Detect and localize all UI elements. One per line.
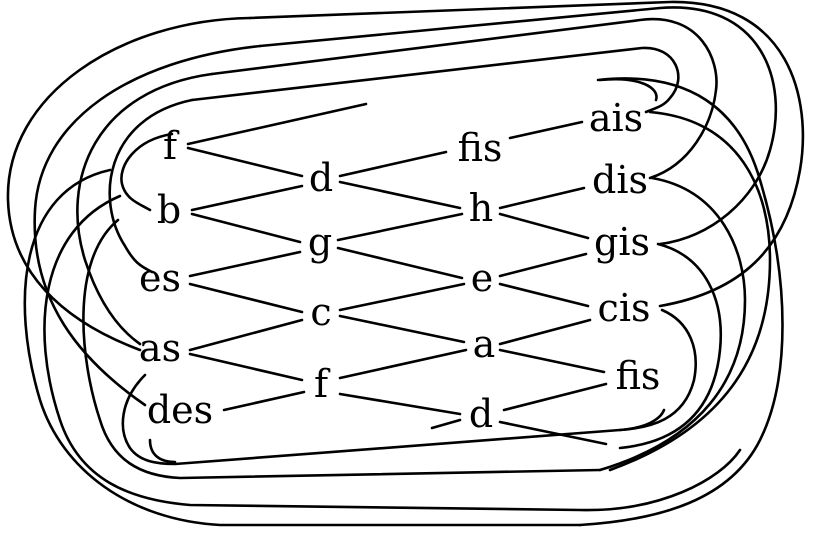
node-d-bot: d xyxy=(469,392,493,436)
edge-es-g xyxy=(188,250,302,278)
edge-d-fis-bot xyxy=(502,382,608,412)
edge-des-f xyxy=(222,390,306,412)
node-g: g xyxy=(308,220,332,264)
node-des: des xyxy=(147,388,213,432)
edge-fis-ais xyxy=(508,120,584,140)
loop-16 xyxy=(23,168,582,527)
loop-11 xyxy=(618,308,697,432)
edge-d-stub-out xyxy=(498,420,608,446)
loop-9 xyxy=(598,176,747,472)
note-labels: f fis ais d dis b h g gis es e c cis as … xyxy=(139,96,661,436)
edge-e-gis xyxy=(498,252,588,278)
edge-es-c xyxy=(188,282,304,314)
loop-10 xyxy=(618,242,723,450)
loop-17 xyxy=(148,438,177,464)
loop-15 xyxy=(43,194,742,512)
node-f-top: f xyxy=(163,124,180,168)
loop-5 xyxy=(258,6,778,246)
edge-c-e xyxy=(338,282,466,312)
edge-g-e xyxy=(336,246,464,280)
connection-lines xyxy=(186,102,608,446)
enclosing-loops xyxy=(6,0,805,527)
edge-f-a xyxy=(338,348,468,380)
loop-13 xyxy=(121,373,666,466)
node-e: e xyxy=(471,256,494,300)
node-b: b xyxy=(157,188,181,232)
node-gis: gis xyxy=(594,220,650,264)
node-d-top: d xyxy=(309,156,333,200)
edge-f-d xyxy=(186,146,304,178)
edge-b-d xyxy=(190,184,304,212)
node-cis: cis xyxy=(598,286,651,330)
edge-f-stub xyxy=(186,102,368,146)
loop-1 xyxy=(33,44,262,407)
node-a: a xyxy=(473,322,496,366)
edge-as-f xyxy=(188,352,304,382)
edge-b-g xyxy=(190,212,302,244)
edge-d-h xyxy=(338,180,462,210)
node-dis: dis xyxy=(592,158,648,202)
node-as: as xyxy=(139,326,181,370)
edge-as-c xyxy=(188,318,304,352)
node-es: es xyxy=(139,256,181,300)
node-fis-bot: fis xyxy=(616,354,661,398)
edge-a-fis xyxy=(498,348,606,374)
edge-e-cis xyxy=(498,282,590,308)
edge-d-fis xyxy=(338,150,448,178)
edge-f-d-bot xyxy=(338,392,462,416)
loop-8 xyxy=(608,110,772,472)
loop-6 xyxy=(248,0,805,308)
node-fis-top: fis xyxy=(458,126,503,170)
node-f-bot: f xyxy=(314,362,331,406)
edge-h-dis xyxy=(498,186,586,210)
edge-h-gis xyxy=(498,212,590,240)
node-h: h xyxy=(469,186,493,230)
loop-2 xyxy=(6,16,252,352)
node-c: c xyxy=(310,290,331,334)
loop-4 xyxy=(190,46,680,114)
loop-3 xyxy=(210,17,718,180)
edge-g-h xyxy=(336,212,464,242)
edge-c-a xyxy=(338,314,466,344)
edge-a-cis xyxy=(498,318,592,346)
node-ais: ais xyxy=(589,96,643,140)
loop-12 xyxy=(578,77,784,527)
edge-d-stub xyxy=(430,418,462,430)
loop-14 xyxy=(82,218,602,480)
